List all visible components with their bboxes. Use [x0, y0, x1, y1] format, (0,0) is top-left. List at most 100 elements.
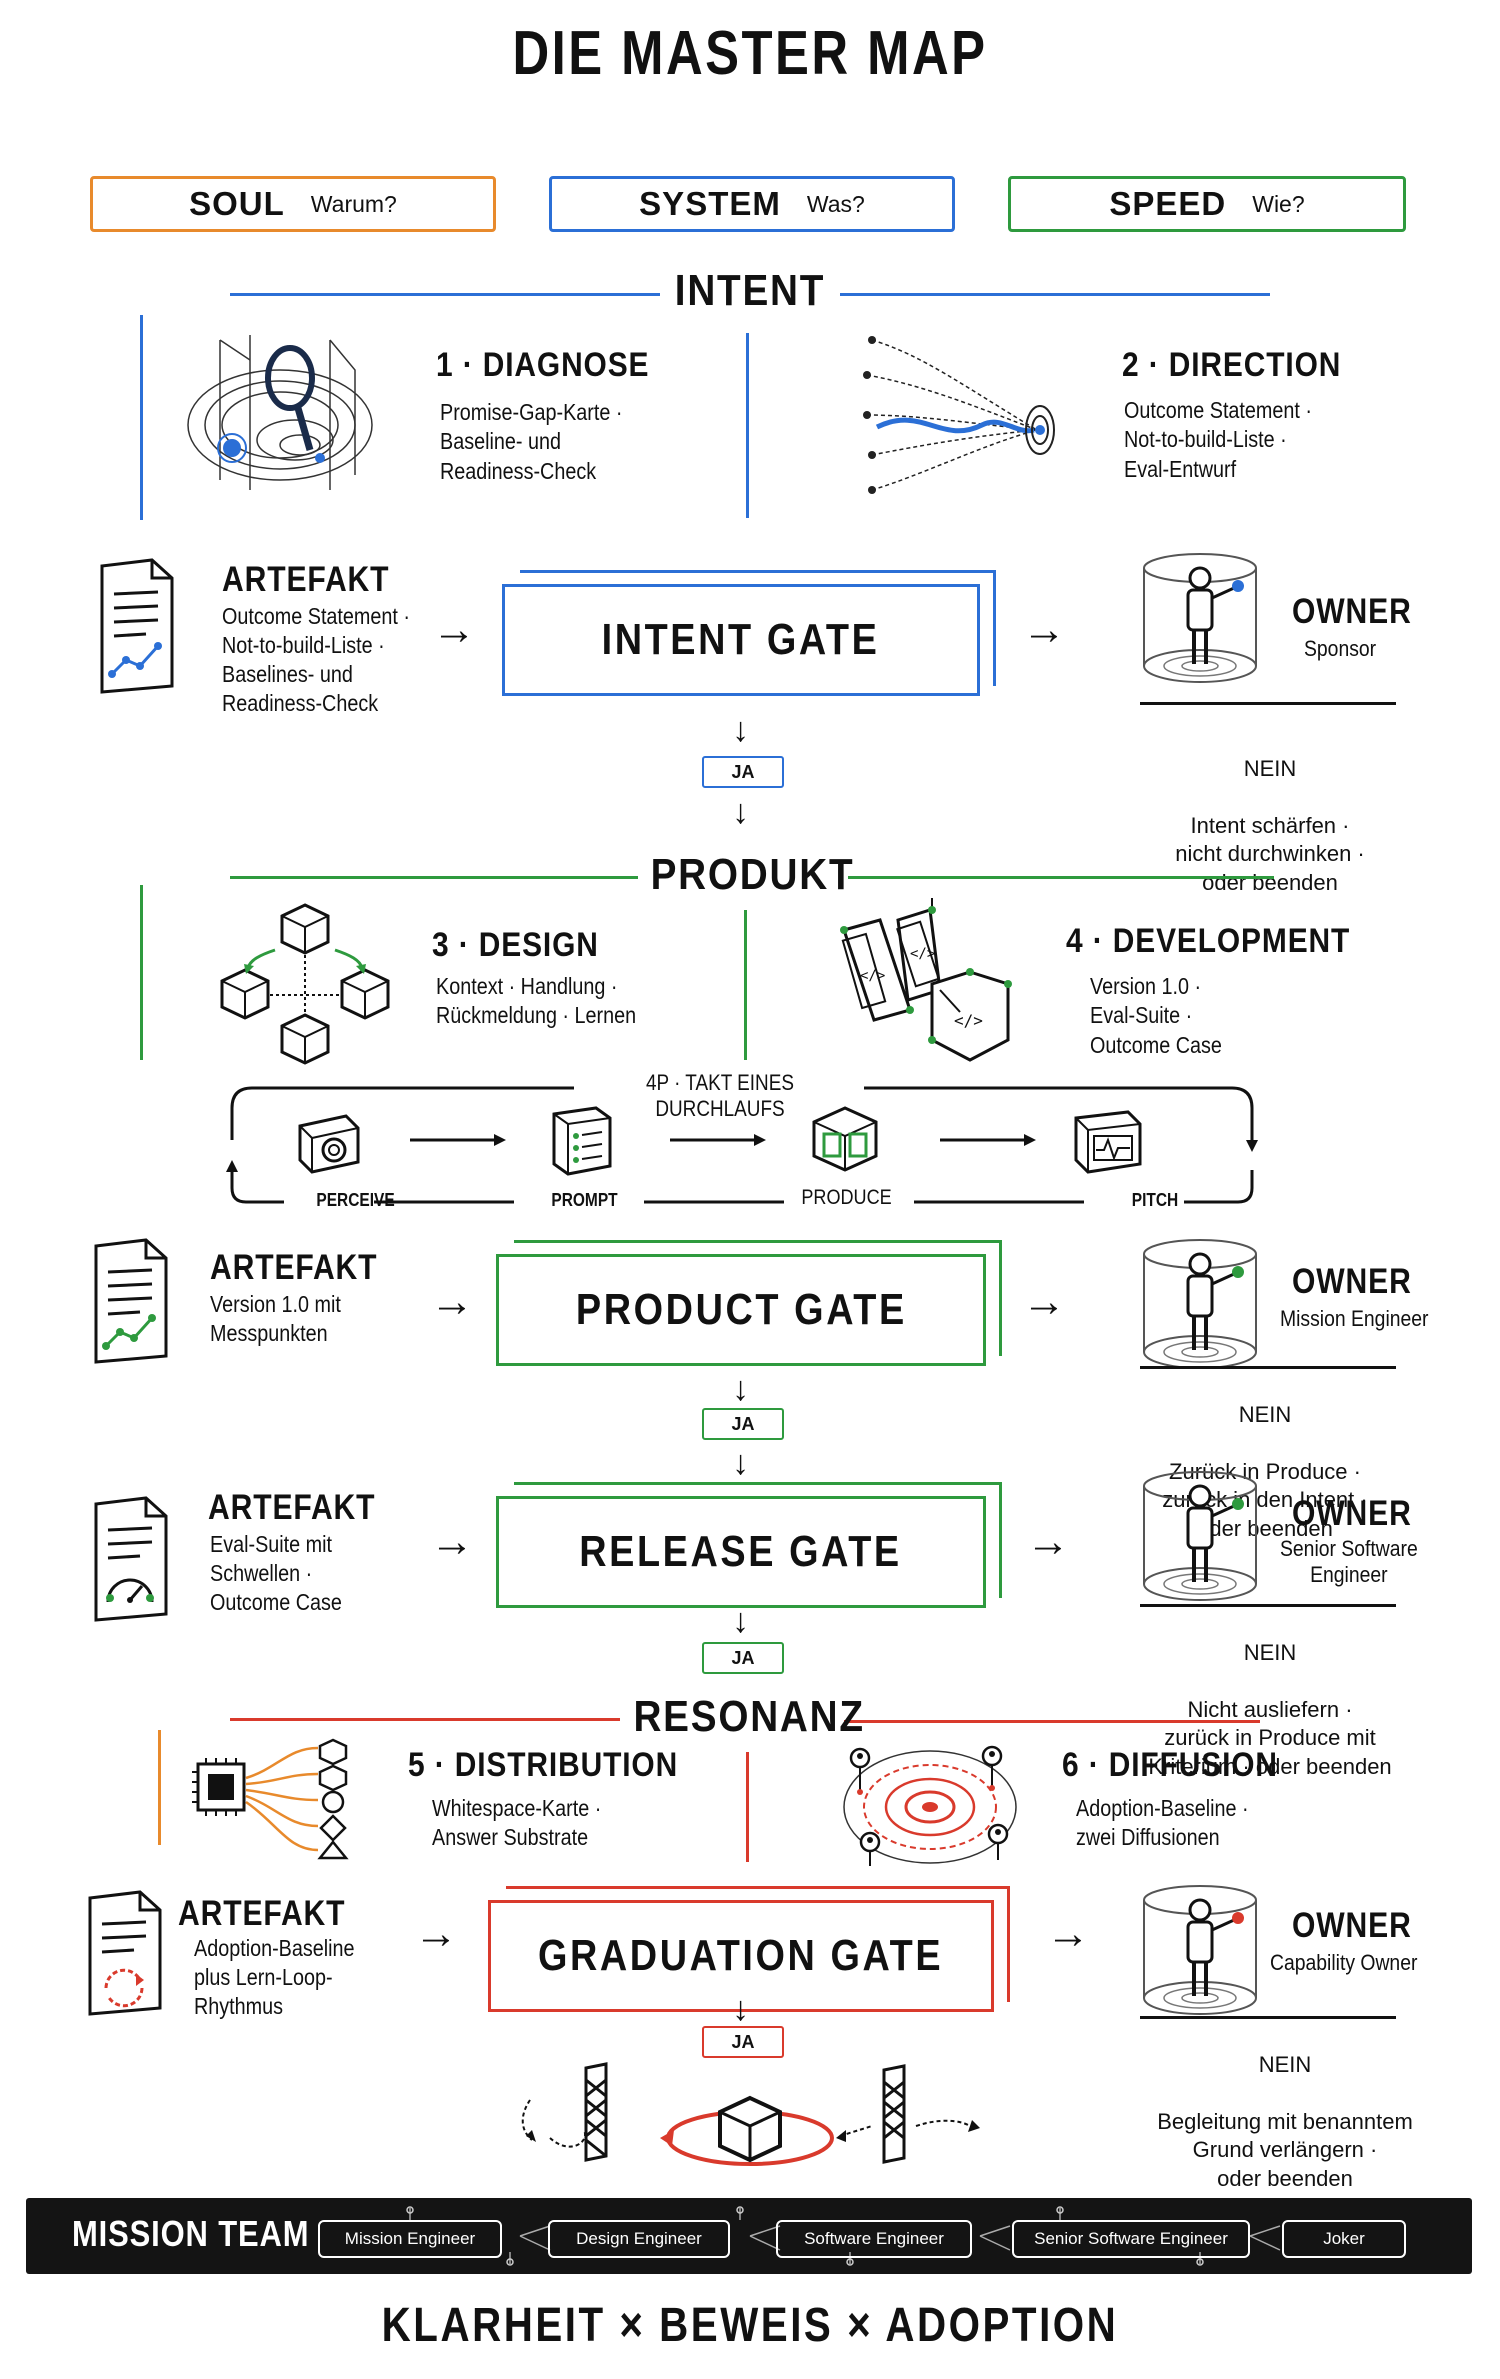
- release-gate: RELEASE GATE: [496, 1496, 986, 1608]
- graduation-nein-title: NEIN: [1258, 2051, 1312, 2077]
- graduation-nein: NEIN Begleitung mit benanntem Grund verl…: [1140, 2022, 1430, 2222]
- artefact-document-icon: [94, 1238, 168, 1364]
- pillar-speed-question: Wie?: [1252, 190, 1305, 217]
- product-nein-title: NEIN: [1238, 1401, 1292, 1427]
- product-artefact-text: Version 1.0 mit Messpunkten: [210, 1291, 341, 1346]
- owner-figure-icon: [1143, 1885, 1257, 2015]
- team-member-software-engineer: Software Engineer: [776, 2220, 972, 2258]
- svg-text:</>: </>: [910, 946, 935, 962]
- intent-owner-title: OWNER: [1292, 592, 1412, 631]
- graduation-gate-label: GRADUATION GATE: [538, 1931, 944, 1980]
- intent-artefact-title: ARTEFAKT: [222, 560, 390, 599]
- intent-bar-center: [746, 333, 749, 518]
- team-member-design-engineer: Design Engineer: [548, 2220, 730, 2258]
- people-rings-icon: [843, 1745, 1017, 1866]
- graduation-artefact-text: Adoption-Baseline plus Lern-Loop- Rhythm…: [194, 1935, 355, 2019]
- pitch-monitor-icon: [1074, 1110, 1142, 1174]
- product-arrow-down-1: ↓: [732, 1370, 749, 1408]
- release-arrow-down: ↓: [732, 1602, 749, 1640]
- release-nein-text: Nicht ausliefern · zurück in Produce mit…: [1148, 1696, 1392, 1779]
- intent-owner-role: Sponsor: [1304, 636, 1377, 661]
- cycle-stage-perceive: PERCEIVE: [316, 1190, 395, 1210]
- owner-figure-icon: [1143, 1239, 1257, 1369]
- step-2-text: Outcome Statement · Not-to-build-Liste ·…: [1124, 397, 1312, 482]
- release-owner-title: OWNER: [1292, 1494, 1412, 1533]
- release-artefact-title: ARTEFAKT: [208, 1488, 376, 1527]
- svg-text:</>: </>: [954, 1011, 983, 1030]
- intent-ja-badge: JA: [702, 756, 784, 788]
- pillar-soul: SOUL Warum?: [90, 176, 496, 232]
- cycle-title: 4P · TAKT EINES DURCHLAUFS: [582, 1070, 858, 1122]
- intent-arrow-down-1: ↓: [732, 711, 749, 749]
- pillar-soul-question: Warum?: [310, 190, 397, 217]
- graduation-owner-rule: [1140, 2016, 1396, 2019]
- graduation-nein-text: Begleitung mit benanntem Grund verlänger…: [1157, 2108, 1413, 2191]
- intent-nein-title: NEIN: [1243, 755, 1297, 781]
- intent-bar-left: [140, 315, 143, 520]
- cube-network-icon: [220, 903, 390, 1065]
- cycle-stage-produce: PRODUCE: [801, 1186, 892, 1209]
- cycle-stage-prompt: PROMPT: [551, 1190, 618, 1210]
- step-3-title: 3 · DESIGN: [432, 926, 599, 964]
- step-2-title: 2 · DIRECTION: [1122, 346, 1342, 384]
- intent-arrow-out: →: [1022, 605, 1066, 654]
- cycle-stage-pitch: PITCH: [1131, 1190, 1179, 1210]
- step-4-text: Version 1.0 · Eval-Suite · Outcome Case: [1090, 973, 1222, 1058]
- step-5-title: 5 · DISTRIBUTION: [408, 1746, 679, 1784]
- release-gate-label: RELEASE GATE: [579, 1527, 903, 1576]
- product-gate-label: PRODUCT GATE: [575, 1285, 907, 1334]
- intent-nein-text: Intent schärfen · nicht durchwinken · od…: [1175, 812, 1365, 895]
- prompt-terminal-icon: [552, 1106, 612, 1176]
- artefact-gauge-document-icon: [94, 1496, 168, 1622]
- owner-figure-icon: [1143, 553, 1257, 683]
- intent-owner-rule: [1140, 702, 1396, 705]
- step-1-title: 1 · DIAGNOSE: [436, 346, 650, 384]
- release-arrow-out: →: [1026, 1517, 1070, 1566]
- product-owner-rule: [1140, 1366, 1396, 1369]
- graduation-arrow-out: →: [1046, 1909, 1090, 1958]
- target-streams-icon: [863, 336, 1055, 494]
- artefact-document-icon: [100, 558, 174, 694]
- intent-arrow-down-2: ↓: [732, 793, 749, 831]
- product-owner-role: Mission Engineer: [1280, 1306, 1429, 1331]
- intent-rule-left: [230, 293, 660, 296]
- graduation-arrow-down: ↓: [732, 1990, 749, 2028]
- produce-cube-icon: [812, 1106, 878, 1172]
- chip-shapes-icon: [192, 1738, 349, 1860]
- intent-nein: NEIN Intent schärfen · nicht durchwinken…: [1160, 726, 1380, 926]
- resonanz-bar-left: [158, 1730, 161, 1845]
- release-owner-rule: [1140, 1604, 1396, 1607]
- intent-rule-right: [840, 293, 1270, 296]
- step-4-title: 4 · DEVELOPMENT: [1066, 922, 1351, 960]
- pillar-speed: SPEED Wie?: [1008, 176, 1406, 232]
- page-title: DIE MASTER MAP: [512, 19, 988, 88]
- code-devices-icon: </> </> </>: [840, 898, 1012, 1062]
- step-1-text: Promise-Gap-Karte · Baseline- und Readin…: [440, 399, 623, 484]
- graduation-owner-role: Capability Owner: [1270, 1950, 1418, 1975]
- product-artefact-title: ARTEFAKT: [210, 1248, 378, 1287]
- intent-gate-label: INTENT GATE: [602, 615, 880, 664]
- release-owner-role: Senior Software Engineer: [1280, 1536, 1418, 1588]
- team-member-senior-software-engineer: Senior Software Engineer: [1012, 2220, 1250, 2258]
- produkt-rule-left: [230, 876, 638, 879]
- step-3-text: Kontext · Handlung · Rückmeldung · Lerne…: [436, 973, 637, 1029]
- product-gate: PRODUCT GATE: [496, 1254, 986, 1366]
- product-ja-badge: JA: [702, 1408, 784, 1440]
- section-title-resonanz: RESONANZ: [633, 1692, 865, 1742]
- team-connector-lines: [406, 2206, 1281, 2266]
- produkt-bar-left: [140, 885, 143, 1060]
- pillar-system-question: Was?: [806, 190, 865, 217]
- release-nein-title: NEIN: [1243, 1639, 1297, 1665]
- step-6-title: 6 · DIFFUSION: [1062, 1746, 1278, 1784]
- graduation-gate-depth: [506, 1886, 1010, 2002]
- graduation-ja-badge: JA: [702, 2026, 784, 2058]
- intent-gate-depth: [520, 570, 996, 686]
- graduation-owner-title: OWNER: [1292, 1906, 1412, 1945]
- section-title-produkt: PRODUKT: [650, 850, 855, 900]
- intent-gate: INTENT GATE: [502, 584, 980, 696]
- release-artefact-text: Eval-Suite mit Schwellen · Outcome Case: [210, 1531, 342, 1615]
- footer-tagline: KLARHEIT × BEWEIS × ADOPTION: [381, 2299, 1119, 2352]
- team-member-mission-engineer: Mission Engineer: [318, 2220, 502, 2258]
- release-gate-depth: [514, 1482, 1002, 1598]
- step-5-text: Whitespace-Karte · Answer Substrate: [432, 1795, 602, 1851]
